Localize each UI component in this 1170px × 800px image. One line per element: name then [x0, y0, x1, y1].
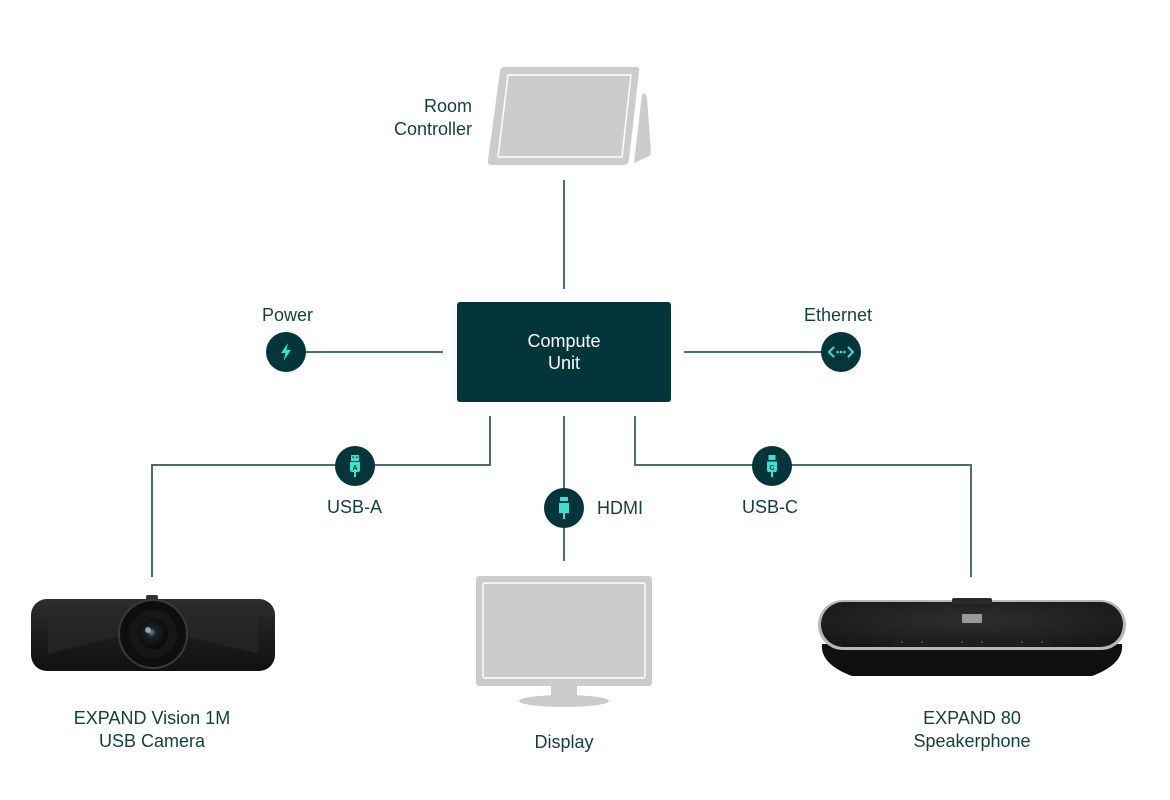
wire-usb-c: [634, 416, 972, 577]
usb-c-node: C: [752, 446, 792, 486]
lightning-bolt-icon: [281, 343, 291, 361]
power-label: Power: [262, 305, 314, 325]
room-controller-label: Room Controller: [372, 95, 472, 141]
usb-a-plug-icon: A: [350, 455, 360, 477]
camera-label: EXPAND Vision 1M USB Camera: [52, 707, 252, 753]
usb-camera-device: [31, 595, 275, 671]
room-controller-label-line2: Controller: [393, 119, 472, 139]
power-node: [266, 332, 306, 372]
speakerphone-label: EXPAND 80 Speakerphone: [897, 707, 1047, 753]
speakerphone-label-line1: EXPAND 80: [923, 708, 1021, 728]
usb-a-label: USB-A: [327, 497, 383, 517]
usb-c-label: USB-C: [742, 497, 799, 517]
hdmi-plug-icon: [559, 497, 569, 519]
camera-label-line1: EXPAND Vision 1M: [73, 708, 231, 728]
compute-unit-label-line2: Unit: [547, 353, 580, 373]
room-controller-label-line1: Room: [423, 96, 472, 116]
usb-a-node: A: [335, 446, 375, 486]
hdmi-label: HDMI: [597, 498, 643, 518]
camera-label-line2: USB Camera: [98, 731, 206, 751]
display-label: Display: [534, 732, 594, 752]
svg-text:C: C: [769, 465, 774, 472]
ethernet-node: [821, 332, 861, 372]
speakerphone-device: [818, 598, 1126, 676]
compute-unit-label-line1: Compute: [527, 331, 601, 351]
wire-usb-a: [151, 416, 491, 577]
svg-text:A: A: [352, 465, 357, 472]
network-arrows-icon: [828, 346, 854, 358]
compute-unit: Compute Unit: [457, 302, 671, 402]
room-controller-device: [487, 67, 651, 165]
hdmi-node: [544, 488, 584, 528]
usb-c-plug-icon: C: [767, 455, 777, 477]
ethernet-label: Ethernet: [804, 305, 873, 325]
speakerphone-label-line2: Speakerphone: [913, 731, 1031, 751]
display-device: [476, 576, 652, 707]
